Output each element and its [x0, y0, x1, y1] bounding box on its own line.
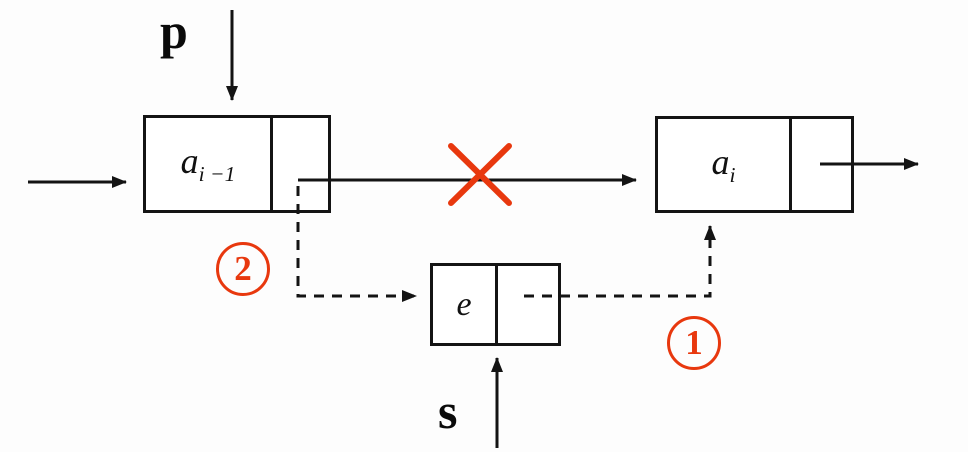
node-e-pointer-cell: [495, 266, 558, 343]
pointer-s-label: s: [438, 383, 458, 439]
step-2-badge: 2: [216, 242, 270, 296]
node-a-i-1-pointer-cell: [270, 118, 328, 210]
node-a-i-1-data-cell: ai −1: [146, 118, 270, 210]
broken-link-cross-icon: [448, 143, 512, 206]
pointer-p-label: p: [160, 3, 188, 59]
node-a-i-data-cell: ai: [658, 119, 789, 210]
node-e: e: [430, 263, 561, 346]
node-a-i-1: ai −1: [143, 115, 331, 213]
node-e-label: e: [456, 285, 472, 323]
node-a-i-label: ai: [711, 141, 736, 188]
node-a-i-1-label: ai −1: [180, 141, 236, 187]
node-a-i-pointer-cell: [789, 119, 851, 210]
node-a-i: ai: [655, 116, 854, 213]
step-1-badge: 1: [667, 316, 721, 370]
node-e-data-cell: e: [433, 266, 495, 343]
